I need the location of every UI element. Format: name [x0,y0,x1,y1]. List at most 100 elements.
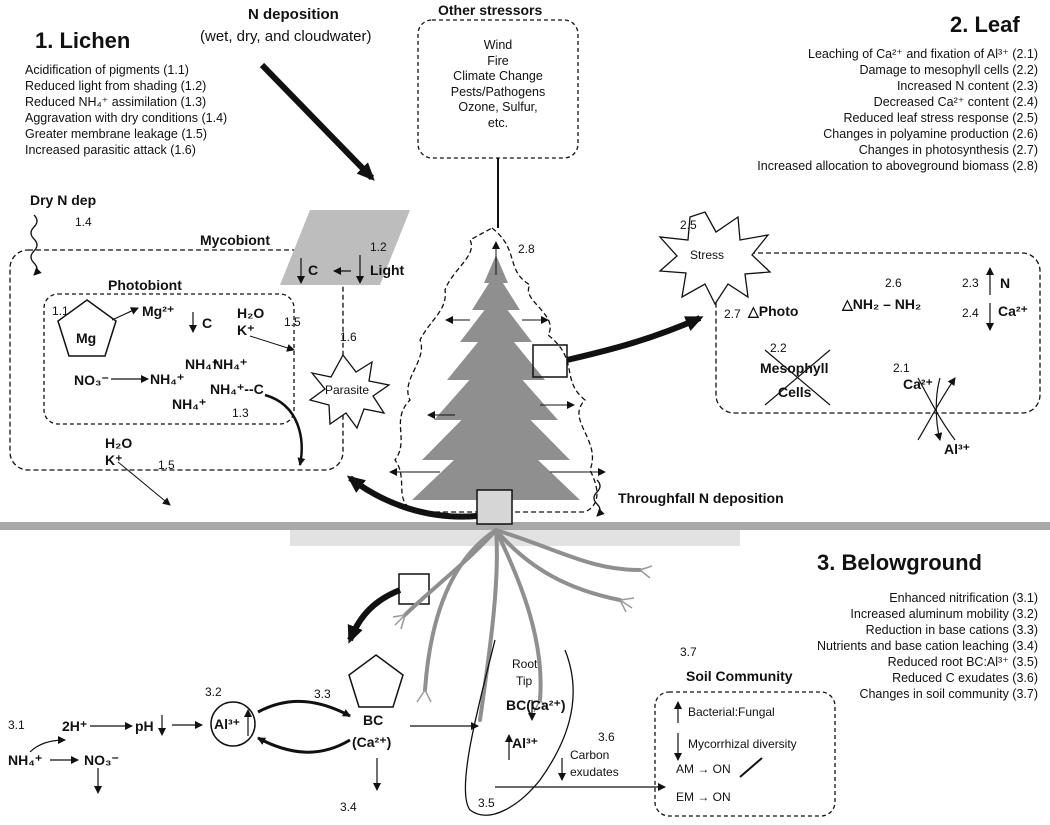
num-3-5: 3.5 [478,796,495,810]
ca2-label: Ca²⁺ [903,376,933,392]
belowground-effect: Changes in soil community (3.7) [859,687,1038,701]
carbon-label: Carbon [570,748,610,762]
roots [403,528,642,722]
parasite-label: Parasite [325,383,370,397]
num-2-3: 2.3 [962,276,979,290]
stressors-list: Wind Fire Climate Change Pests/Pathogens… [420,38,576,131]
ph-label: pH [135,718,154,734]
n-deposition-subtitle: (wet, dry, and cloudwater) [200,28,372,45]
lichen-effect: Reduced NH₄⁺ assimilation (1.3) [25,95,207,109]
lichen-effect: Greater membrane leakage (1.5) [25,127,208,141]
stress-label: Stress [690,248,725,262]
al3-label: Al³⁺ [944,441,971,457]
num-3-7: 3.7 [680,645,697,659]
h-plus-label: 2H⁺ [62,718,88,734]
stress-burst [658,211,772,306]
parasite-burst [308,353,391,430]
stressor-item: etc. [487,115,509,130]
num-1-5: 1.5 [284,315,301,329]
leaf-effect: Decreased Ca²⁺ content (2.4) [873,95,1038,109]
leaf-title: 2. Leaf [950,12,1020,37]
num-2-7: 2.7 [724,307,741,321]
leaf-arrow [566,315,704,363]
mycobiont-label: Mycobiont [200,232,270,248]
stressors-title: Other stressors [438,2,543,18]
leaf-effect: Damage to mesophyll cells (2.2) [859,63,1038,77]
belowground-title: 3. Belowground [817,550,982,575]
leaf-effect: Reduced leaf stress response (2.5) [843,111,1038,125]
n-deposition-title: N deposition [248,6,339,23]
lichen-title: 1. Lichen [35,28,131,53]
soil-community-box [654,691,836,817]
lichen-effect: Aggravation with dry conditions (1.4) [25,111,228,125]
throughfall-label: Throughfall N deposition [618,490,784,506]
nh4-label: NH₄⁺ [150,371,185,387]
em-label: EM → ON [676,790,731,804]
lichen-effect: Reduced light from shading (1.2) [25,79,207,93]
root-tip-label-2: Tip [516,674,533,688]
nh4-label: NH₄⁺ [185,356,220,372]
photobiont-box [43,293,295,425]
lichen-effect: Acidification of pigments (1.1) [25,63,189,77]
am-label: AM → ON [676,762,731,776]
num-3-2: 3.2 [205,685,222,699]
fine-roots [392,565,653,713]
leaf-box [715,252,1041,414]
al3-circle [210,701,256,747]
lichen-arrow [346,475,478,520]
belowground-effect: Reduced root BC:Al³⁺ (3.5) [887,655,1038,669]
nh4-label: NH₄⁺ [213,356,248,372]
num-1-6: 1.6 [340,330,357,344]
num-2-1: 2.1 [893,361,910,375]
belowground-effect: Enhanced nitrification (3.1) [889,591,1038,605]
ca-content-label: Ca²⁺ [998,303,1028,319]
no3-label: NO₃⁻ [74,372,109,388]
n-deposition-arrow [259,62,375,181]
leaf-effect: Changes in polyamine production (2.6) [823,127,1038,141]
num-1-1: 1.1 [52,304,69,318]
dry-n-dep-label: Dry N dep [30,192,97,208]
num-1-5b: 1.5 [158,458,175,472]
soil-community-title: Soil Community [686,668,793,684]
nh4-c-label: NH₄⁺--C [210,381,264,397]
mg-label: Mg [76,330,97,346]
c-shade-label: C [308,262,319,278]
ground-line [0,522,1050,530]
nh4-soil-label: NH₄⁺ [8,752,43,768]
leaf-effect: Increased allocation to aboveground biom… [757,159,1038,173]
bc-label: BC [363,712,384,728]
trunk-zoom-square [476,489,513,525]
mesophyll-label: Mesophyll [760,360,829,376]
mg-pentagon [57,299,117,357]
bc-ca-label: (Ca²⁺) [352,734,392,750]
num-2-4: 2.4 [962,306,979,320]
leaf-effect: Increased N content (2.3) [896,79,1038,93]
leaf-effect: Leaching of Ca²⁺ and fixation of Al³⁺ (2… [808,47,1038,61]
light-label: Light [370,262,405,278]
photobiont-label: Photobiont [108,277,182,293]
bc-root-label: BC(Ca²⁺) [506,697,566,713]
belowground-effect: Increased aluminum mobility (3.2) [850,607,1038,621]
shading-panel [280,210,410,285]
k-out-label: K⁺ [105,452,123,468]
c-label: C [202,315,213,331]
root-tip-outline [464,639,574,816]
belowground-effect: Reduction in base cations (3.3) [865,623,1038,637]
tree [412,255,580,525]
h2o-label: H₂O [237,305,265,321]
num-3-3: 3.3 [314,687,331,701]
leaf-zoom-square [532,344,568,378]
bacterial-fungal-label: Bacterial:Fungal [688,705,775,719]
no3-soil-label: NO₃⁻ [84,752,119,768]
belowground-effect: Nutrients and base cation leaching (3.4) [817,639,1038,653]
num-3-1: 3.1 [8,718,25,732]
num-3-4: 3.4 [340,800,357,814]
stressor-item: Climate Change [453,69,543,83]
belowground-effect: Reduced C exudates (3.6) [892,671,1038,685]
h2o-out-label: H₂O [105,435,133,451]
root-tip-label-1: Root [512,657,538,671]
stressor-item: Wind [483,38,513,52]
n-content-label: N [1000,275,1011,291]
num-2-2: 2.2 [770,341,787,355]
